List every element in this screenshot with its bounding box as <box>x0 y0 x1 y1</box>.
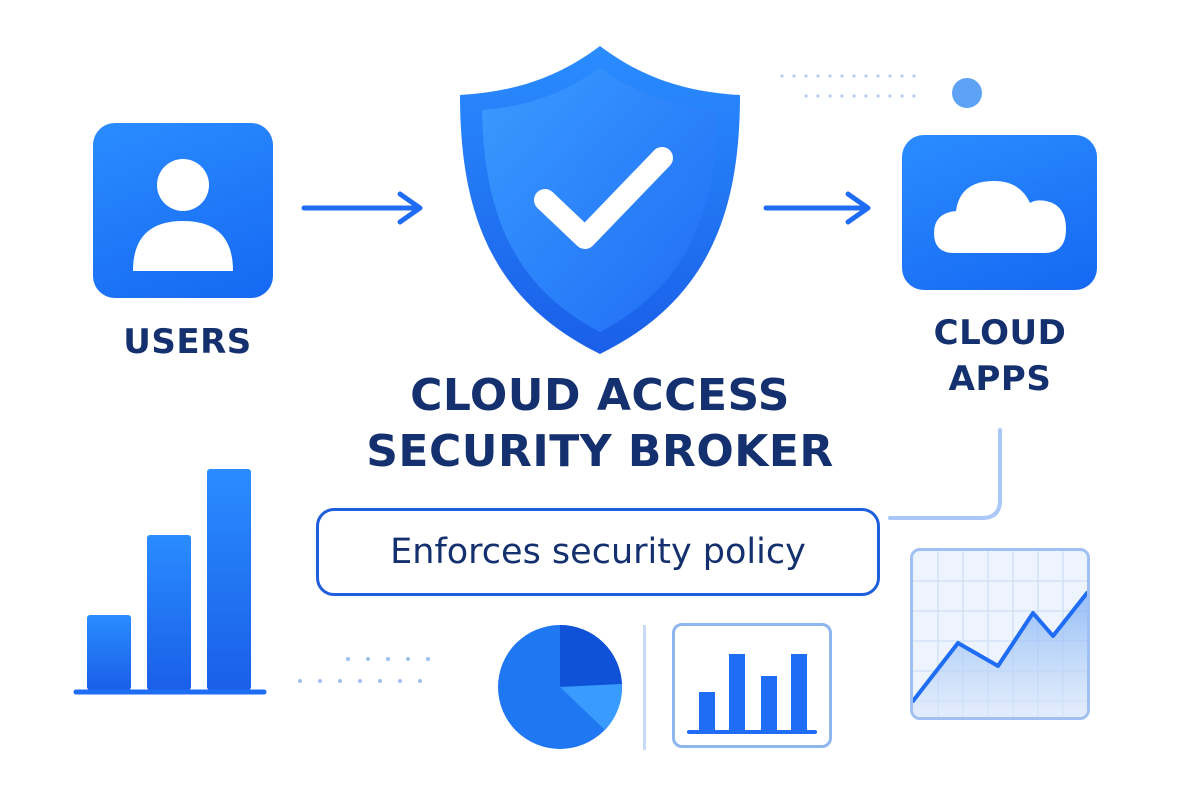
user-icon <box>133 159 233 271</box>
cloud-apps-label: CLOUD APPS <box>933 313 1067 399</box>
dots-decoration-top <box>780 74 916 98</box>
mini-bar-chart-icon <box>687 654 817 734</box>
line-chart-frame <box>910 548 1090 720</box>
bar-chart-icon <box>73 469 267 695</box>
arrow-broker-to-cloud <box>763 191 871 225</box>
users-label: USERS <box>123 322 252 362</box>
dots-decoration-bottom <box>298 657 430 683</box>
divider <box>643 625 646 750</box>
connector-line <box>888 428 1002 520</box>
users-tile <box>93 123 273 298</box>
accent-dot <box>952 78 982 108</box>
mini-chart-frame <box>672 623 832 748</box>
broker-title: CLOUD ACCESS SECURITY BROKER <box>366 370 834 477</box>
line-chart-icon <box>913 551 1087 717</box>
pie-chart-icon <box>498 624 623 749</box>
cloud-apps-tile <box>902 135 1097 290</box>
cloud-icon <box>934 181 1066 253</box>
shield-check-icon <box>460 46 740 354</box>
policy-box: Enforces security policy <box>316 508 880 596</box>
policy-text: Enforces security policy <box>390 532 806 572</box>
arrow-users-to-broker <box>301 191 423 225</box>
